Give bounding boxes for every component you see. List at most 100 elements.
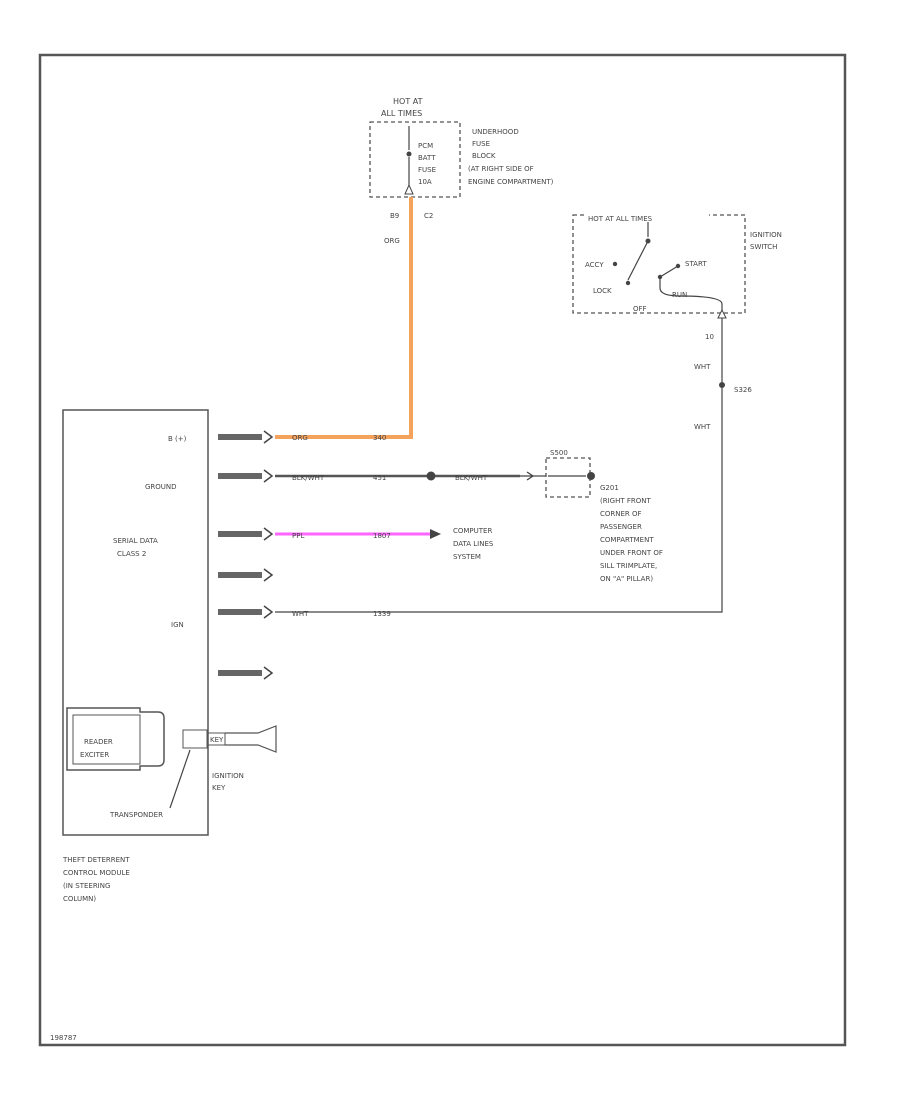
data-lines-label-2: DATA LINES xyxy=(453,540,494,548)
connector-stub-unused-2 xyxy=(218,666,274,680)
fuse-name-2: BATT xyxy=(418,154,436,162)
connector-chevron xyxy=(263,527,274,541)
ignition-common-terminal xyxy=(645,238,651,244)
ignition-pos-lock: LOCK xyxy=(593,287,612,295)
connector-chevron xyxy=(263,666,274,680)
reader-exciter-label-2: EXCITER xyxy=(80,751,109,759)
fuse-pin-left: B9 xyxy=(390,212,399,220)
ground-splice-outline xyxy=(545,457,591,498)
connector-body xyxy=(218,609,262,615)
module-pin-bplus: B (+) xyxy=(168,435,187,443)
diagram-frame xyxy=(38,53,847,1047)
fuse-name-4: 10A xyxy=(418,178,432,186)
serial-data-arrow xyxy=(430,529,441,539)
connector-body xyxy=(218,670,262,676)
ground-wire-color: BLK/WHT xyxy=(292,474,325,482)
connector-chevron xyxy=(263,469,274,483)
module-caption-3: (IN STEERING xyxy=(63,882,110,890)
fuse-bottom-terminal xyxy=(404,183,414,195)
ignition-pin: 10 xyxy=(705,333,714,341)
fuse-name-1: PCM xyxy=(418,142,433,150)
fuse-location-2: FUSE xyxy=(472,140,490,148)
ground-splice-label: S500 xyxy=(550,449,568,457)
ground-point-g201 xyxy=(587,472,595,480)
module-pin-ground: GROUND xyxy=(145,483,177,491)
data-lines-label-3: SYSTEM xyxy=(453,553,481,561)
fuse-block: HOT AT ALL TIMES PCM BATT FUSE 10A UNDER… xyxy=(369,97,554,245)
fuse-hot-label-1: HOT AT xyxy=(393,97,423,106)
orange-bplus-wire xyxy=(275,197,413,439)
ignition-hot-label-bg xyxy=(585,212,709,222)
module-pin-serial-2: CLASS 2 xyxy=(117,550,146,558)
ground-wire-arrow xyxy=(520,471,535,481)
ignition-pos-acc: ACCY xyxy=(585,261,604,269)
module-caption-4: COLUMN) xyxy=(63,895,96,903)
ground-location-3: PASSENGER xyxy=(600,523,642,531)
fuse-top-terminal xyxy=(406,151,412,157)
ignition-lock-contact xyxy=(625,280,631,286)
ignition-run-start-link xyxy=(659,265,679,278)
connector-body xyxy=(218,473,262,479)
ignition-pos-start: START xyxy=(685,260,707,268)
ign-wire-lower xyxy=(275,388,723,613)
key-code-box xyxy=(206,732,226,746)
ignition-output-terminal xyxy=(717,308,727,319)
bplus-wire-circuit: 340 xyxy=(373,434,386,442)
ground-location-2: CORNER OF xyxy=(600,510,642,518)
connector-body xyxy=(218,434,262,440)
key-code-label: KEY xyxy=(210,736,224,744)
ground-location-1: (RIGHT FRONT xyxy=(600,497,651,505)
connector-body xyxy=(218,572,262,578)
ign-wire-color: WHT xyxy=(292,610,309,618)
ign-wire-color-top: WHT xyxy=(694,363,711,371)
module-pin-ign: IGN xyxy=(171,621,184,629)
fuse-location-1: UNDERHOOD xyxy=(472,128,519,136)
module-caption-1: THEFT DETERRENT xyxy=(62,856,130,864)
fuse-location-4: (AT RIGHT SIDE OF xyxy=(468,165,534,173)
data-lines-label-1: COMPUTER xyxy=(453,527,492,535)
connector-chevron xyxy=(263,605,274,619)
ground-location-6: SILL TRIMPLATE, xyxy=(600,562,657,570)
module-caption-2: CONTROL MODULE xyxy=(63,869,130,877)
transponder-label: TRANSPONDER xyxy=(109,811,163,819)
ground-id: G201 xyxy=(600,484,619,492)
module-pin-serial-1: SERIAL DATA xyxy=(113,537,158,545)
ignition-acc-contact xyxy=(612,261,618,267)
ignition-title-1: IGNITION xyxy=(750,231,782,239)
connector-stub-bplus xyxy=(218,430,274,444)
connector-stub-serial xyxy=(218,527,274,541)
ignition-switch: HOT AT ALL TIMES IGNITION SWITCH ACCY LO… xyxy=(572,212,782,341)
ignition-hot-label: HOT AT ALL TIMES xyxy=(588,215,653,223)
transponder-chip xyxy=(182,729,208,749)
theft-deterrent-module: B (+) GROUND SERIAL DATA CLASS 2 IGN REA… xyxy=(62,409,277,836)
ground-location-5: UNDER FRONT OF xyxy=(600,549,663,557)
fuse-name-3: FUSE xyxy=(418,166,436,174)
ignition-title-2: SWITCH xyxy=(750,243,777,251)
transponder-leader xyxy=(169,749,191,809)
ignition-switch-blade xyxy=(627,242,648,281)
ground-wire-circuit: 451 xyxy=(373,474,386,482)
splice-s326-label: S326 xyxy=(734,386,752,394)
bplus-wire-color: ORG xyxy=(292,434,308,442)
ignition-key-label-1: IGNITION xyxy=(212,772,244,780)
connector-stub-ign xyxy=(218,605,274,619)
connector-stub-ground xyxy=(218,469,274,483)
ground-splice-dot xyxy=(426,471,436,481)
connector-stub-unused-1 xyxy=(218,568,274,582)
fuse-location-5: ENGINE COMPARTMENT) xyxy=(468,178,554,186)
fuse-wire-color: ORG xyxy=(384,237,400,245)
module-outline xyxy=(62,409,209,836)
fuse-hot-label-2: ALL TIMES xyxy=(381,109,422,118)
ignition-pos-run: RUN xyxy=(672,291,687,299)
ignition-run-output-line xyxy=(659,277,723,316)
page-code: 198787 xyxy=(50,1034,77,1042)
fuse-location-3: BLOCK xyxy=(472,152,496,160)
splice-s326-dot xyxy=(719,382,725,388)
ign-wire-color-bottom: WHT xyxy=(694,423,711,431)
ignition-pos-off: OFF xyxy=(633,305,647,313)
serial-wire-color: PPL xyxy=(292,532,304,540)
fuse-pin-right: C2 xyxy=(424,212,433,220)
fuse-block-outline xyxy=(369,121,461,198)
ign-wire-circuit: 1339 xyxy=(373,610,391,618)
